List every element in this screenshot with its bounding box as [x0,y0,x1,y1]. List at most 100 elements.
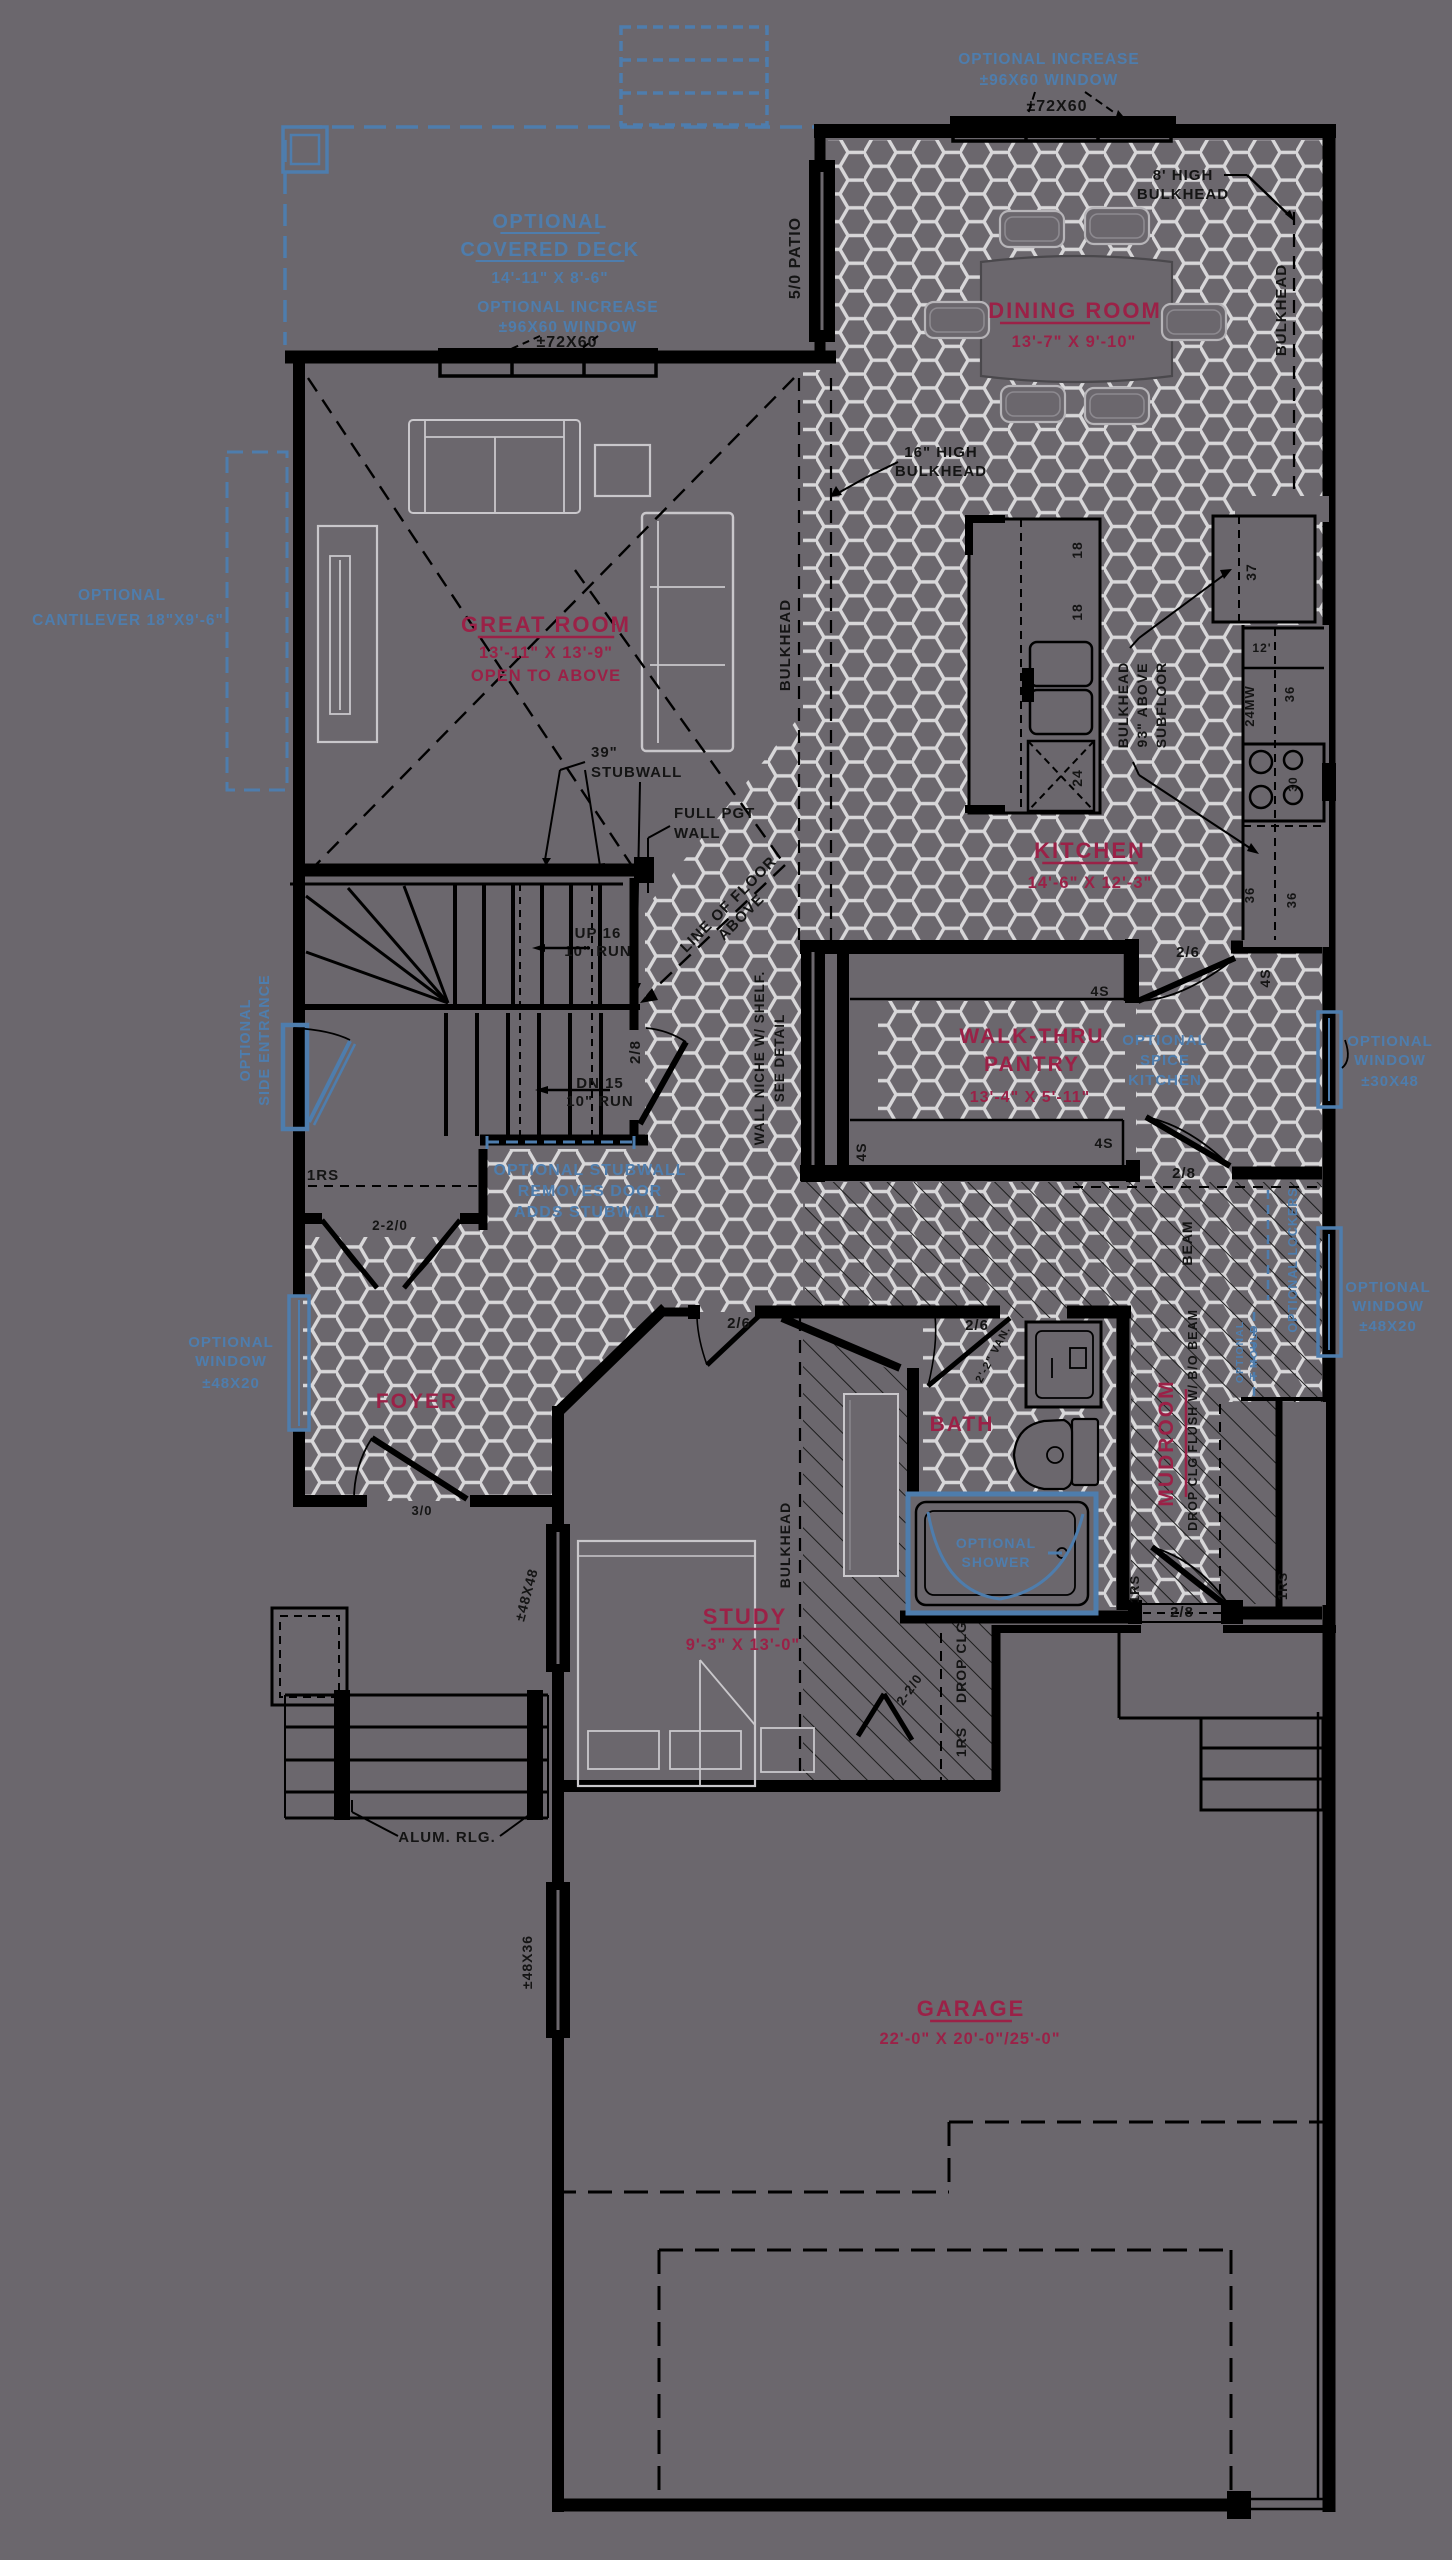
svg-text:2/6: 2/6 [727,1315,751,1332]
svg-text:OPTIONAL: OPTIONAL [238,999,254,1082]
svg-text:2-2/0: 2-2/0 [372,1218,408,1233]
svg-text:4S: 4S [853,1142,869,1161]
svg-text:2/8: 2/8 [1172,1165,1196,1182]
svg-text:OPTIONAL: OPTIONAL [188,1334,274,1351]
svg-text:BATH: BATH [930,1413,995,1436]
svg-text:BULKHEAD: BULKHEAD [1137,186,1229,203]
svg-text:9'-3" X 13'-0": 9'-3" X 13'-0" [686,1636,801,1654]
svg-text:±48X20: ±48X20 [1359,1318,1417,1335]
svg-text:SPICE: SPICE [1140,1052,1190,1069]
svg-text:OPTIONAL: OPTIONAL [1122,1032,1208,1049]
svg-text:KITCHEN: KITCHEN [1034,838,1146,863]
svg-text:24MW: 24MW [1242,685,1257,727]
svg-text:±48X36: ±48X36 [519,1935,535,1989]
svg-text:COVERED DECK: COVERED DECK [460,239,639,261]
svg-text:DINING ROOM: DINING ROOM [988,298,1162,323]
svg-text:OPTIONAL STUBWALL: OPTIONAL STUBWALL [494,1162,687,1179]
svg-text:KITCHEN: KITCHEN [1128,1072,1202,1089]
svg-text:OPTIONAL: OPTIONAL [1345,1279,1431,1296]
svg-text:±96X60 WINDOW: ±96X60 WINDOW [499,319,638,336]
svg-text:12': 12' [1252,641,1271,655]
svg-text:OPTIONAL: OPTIONAL [956,1535,1036,1551]
svg-text:ADDS STUBWALL: ADDS STUBWALL [514,1204,666,1221]
svg-text:±48X20: ±48X20 [202,1375,260,1392]
svg-text:BULKHEAD: BULKHEAD [895,463,987,480]
svg-text:WALK-THRU: WALK-THRU [959,1025,1104,1048]
svg-text:24: 24 [1069,769,1085,787]
svg-text:1RS: 1RS [307,1167,339,1184]
svg-text:SUBFLOOR: SUBFLOOR [1153,662,1169,749]
svg-text:DROP CLG: DROP CLG [953,1621,969,1703]
svg-text:22'-0" X 20'-0"/25'-0": 22'-0" X 20'-0"/25'-0" [879,2030,1060,2048]
svg-text:5/0 PATIO: 5/0 PATIO [787,217,804,299]
svg-text:4S: 4S [1257,968,1273,987]
svg-text:14'-11" X 8'-6": 14'-11" X 8'-6" [491,270,608,287]
svg-text:18: 18 [1069,603,1085,621]
svg-text:MUDROOM: MUDROOM [1155,1379,1178,1506]
svg-text:36: 36 [1242,887,1257,903]
svg-text:CANTILEVER 18"X9'-6": CANTILEVER 18"X9'-6" [32,612,224,629]
svg-text:WINDOW: WINDOW [1354,1052,1426,1069]
svg-text:T MOULD: T MOULD [1248,1325,1260,1380]
svg-text:WINDOW: WINDOW [1352,1298,1424,1315]
svg-text:GREAT ROOM: GREAT ROOM [461,612,631,637]
svg-text:BULKHEAD: BULKHEAD [777,599,794,691]
svg-text:±30X48: ±30X48 [1361,1073,1419,1090]
svg-text:3/0: 3/0 [411,1503,432,1518]
svg-text:OPTIONAL: OPTIONAL [1347,1033,1433,1050]
svg-text:30: 30 [1286,776,1300,791]
svg-text:DN 15: DN 15 [576,1075,624,1092]
svg-text:WINDOW: WINDOW [195,1353,267,1370]
svg-text:8' HIGH: 8' HIGH [1153,167,1214,184]
svg-text:37: 37 [1243,563,1259,581]
svg-text:4S: 4S [1090,983,1109,999]
svg-text:DROP CLG FLUSH W/ B/O BEAM: DROP CLG FLUSH W/ B/O BEAM [1186,1309,1200,1531]
svg-text:93" ABOVE: 93" ABOVE [1134,663,1150,748]
svg-text:39": 39" [591,744,618,761]
svg-text:SIDE ENTRANCE: SIDE ENTRANCE [257,974,273,1105]
svg-text:SHOWER: SHOWER [962,1554,1031,1570]
svg-text:OPTIONAL: OPTIONAL [492,211,607,233]
svg-text:OPTIONAL INCREASE: OPTIONAL INCREASE [477,299,658,316]
svg-text:14'-6" X 12'-3": 14'-6" X 12'-3" [1028,874,1153,892]
svg-text:10" RUN: 10" RUN [566,1093,633,1110]
svg-text:UP 16: UP 16 [575,925,622,942]
svg-text:13'-4" X 5'-11": 13'-4" X 5'-11" [970,1089,1091,1106]
svg-text:ALUM. RLG.: ALUM. RLG. [398,1829,496,1846]
svg-text:36: 36 [1282,686,1297,702]
svg-text:STUBWALL: STUBWALL [591,764,682,781]
svg-text:36: 36 [1284,892,1299,908]
svg-text:OPEN TO ABOVE: OPEN TO ABOVE [471,667,621,685]
svg-text:BULKHEAD: BULKHEAD [777,1502,793,1589]
svg-text:WALL NICHE W/ SHELF.: WALL NICHE W/ SHELF. [752,971,767,1146]
svg-text:REMOVES DOOR: REMOVES DOOR [518,1183,662,1200]
svg-text:13'-11" X 13'-9": 13'-11" X 13'-9" [479,644,613,662]
svg-text:FOYER: FOYER [376,1390,458,1413]
svg-text:STUDY: STUDY [703,1604,788,1629]
svg-text:FULL PGT: FULL PGT [674,805,755,822]
svg-text:OPTIONAL INCREASE: OPTIONAL INCREASE [958,51,1139,68]
svg-text:PANTRY: PANTRY [984,1053,1080,1076]
svg-text:10" RUN: 10" RUN [564,943,631,960]
svg-text:1RS: 1RS [1275,1572,1290,1600]
svg-text:±72X60: ±72X60 [1026,98,1087,115]
svg-text:±96X60 WINDOW: ±96X60 WINDOW [980,72,1119,89]
svg-text:OPTIONAL LOCKERS: OPTIONAL LOCKERS [1286,1187,1300,1332]
svg-text:16" HIGH: 16" HIGH [904,444,977,461]
svg-text:13'-7" X 9'-10": 13'-7" X 9'-10" [1012,333,1137,351]
svg-text:2/8: 2/8 [627,1040,644,1064]
svg-text:2/8: 2/8 [1170,1604,1194,1621]
svg-text:±72X60: ±72X60 [536,334,597,351]
svg-text:GARAGE: GARAGE [917,1996,1026,2021]
svg-text:1RS: 1RS [1127,1575,1142,1603]
svg-text:WALL: WALL [674,825,721,842]
svg-text:18: 18 [1069,541,1085,559]
svg-text:4S: 4S [1094,1135,1113,1151]
svg-text:BULKHEAD: BULKHEAD [1115,662,1131,749]
svg-text:OPTIONAL: OPTIONAL [78,587,166,604]
svg-text:BULKHEAD: BULKHEAD [1273,264,1290,356]
svg-text:SEE DETAIL: SEE DETAIL [772,1014,787,1103]
svg-text:2/6: 2/6 [965,1317,989,1334]
svg-text:OPTIONAL: OPTIONAL [1234,1321,1246,1383]
svg-text:2/6: 2/6 [1176,944,1200,961]
